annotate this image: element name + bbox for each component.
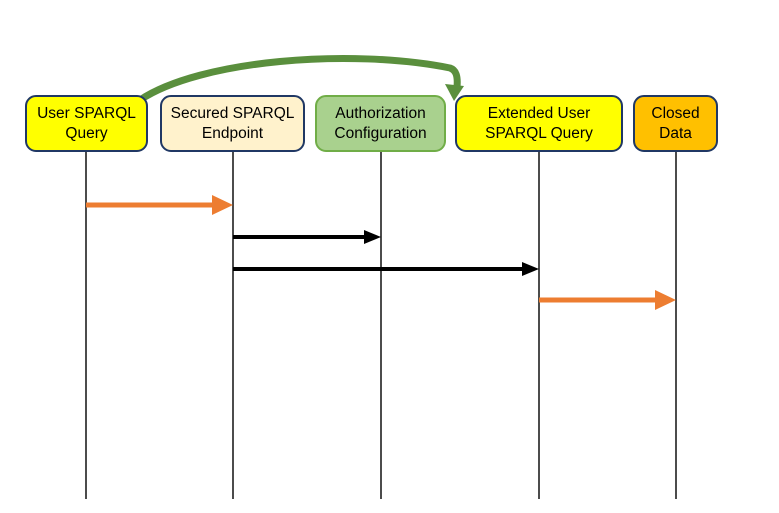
node-label: Closed Data — [651, 105, 700, 142]
node-secured-sparql-endpoint: Secured SPARQL Endpoint — [160, 95, 305, 152]
green-curve-path — [136, 55, 461, 104]
node-user-sparql-query: User SPARQL Query — [25, 95, 148, 152]
arrowhead-icon — [364, 230, 381, 244]
node-label: User SPARQL Query — [37, 105, 136, 142]
arrow-endpoint-to-authconfig — [233, 230, 381, 244]
arrow-endpoint-to-extendedquery — [233, 262, 539, 276]
green-arrowhead-icon — [445, 84, 464, 101]
node-label: Secured SPARQL Endpoint — [170, 105, 295, 142]
arrowhead-icon — [212, 195, 233, 215]
node-label: Extended User SPARQL Query — [485, 105, 593, 142]
node-closed-data: Closed Data — [633, 95, 718, 152]
node-authorization-configuration: Authorization Configuration — [315, 95, 446, 152]
node-extended-user-sparql-query: Extended User SPARQL Query — [455, 95, 623, 152]
lifelines — [85, 152, 677, 499]
arrow-user-to-endpoint — [86, 195, 233, 215]
arrowhead-icon — [655, 290, 676, 310]
arrow-extendedquery-to-closeddata — [539, 290, 676, 310]
node-label: Authorization Configuration — [334, 105, 427, 142]
green-curved-arrow — [136, 55, 464, 104]
arrowhead-icon — [522, 262, 539, 276]
